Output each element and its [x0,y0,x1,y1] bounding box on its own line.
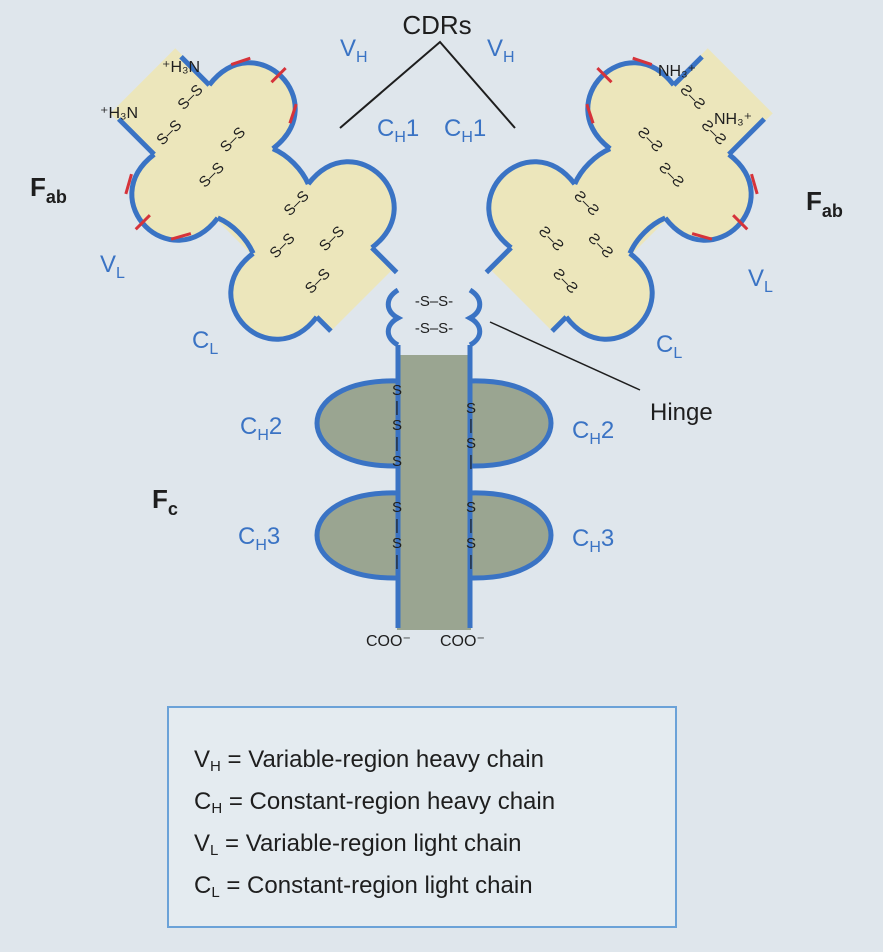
legend-subscript: H [211,800,223,817]
svg-text:|: | [469,553,473,570]
hinge-left-wiggle [385,287,404,348]
h3n-outer-label: ⁺H₃N [162,59,200,76]
fab-right-light-line [484,54,704,275]
fc-ch2-right-domain [467,378,554,469]
fc-stem-cover [400,357,468,630]
fc-ch2-left-domain [314,378,401,469]
legend-symbol: V [194,830,211,857]
svg-text:|: | [395,399,399,416]
antibody-diagram: S | S | S S | S | S | S | S | S | -S–S- … [30,10,843,650]
fab-left-vl-domain [207,60,298,151]
svg-text:S: S [392,417,402,434]
fab-right-heavy-line [550,117,767,333]
legend-subscript: L [211,884,220,901]
svg-text:S: S [392,535,402,552]
legend-text: = Constant-region light chain [226,872,533,899]
fab-right-ch1-domain [564,251,655,342]
svg-text:S: S [392,382,402,399]
svg-text:S: S [466,535,476,552]
ch2-right-label: CH2 [572,417,614,448]
hinge-disulfide-1: -S–S- [415,293,453,310]
ch1-left-label: CH1 [377,115,419,146]
coo-right-label: COO⁻ [440,633,485,650]
fc-ch3-left-domain [314,490,401,581]
ch3-right-label: CH3 [572,525,614,556]
fab-left-label: Fab [30,172,67,207]
ch1-right-label: CH1 [444,115,486,146]
legend-row-cl: CL = Constant-region light chain [194,872,533,901]
hinge-label: Hinge [650,399,713,426]
nh3-inner-label: NH₃⁺ [714,111,752,128]
fab-right-vl-domain [585,60,676,151]
legend-box: VH = Variable-region heavy chain CH = Co… [167,706,677,928]
cl-right-label: CL [656,331,682,362]
svg-text:|: | [469,453,473,470]
fc-disulfide-left: S | S | S S | S | [392,382,402,570]
cdr-pointer-lines [339,40,516,129]
fc-label: Fc [152,484,178,519]
svg-text:S: S [466,400,476,417]
vh-right-label: VH [487,35,515,66]
cdrs-label: CDRs [402,10,471,40]
svg-text:|: | [395,435,399,452]
hinge-pointer-line [489,321,641,391]
svg-text:|: | [395,553,399,570]
legend-row-ch: CH = Constant-region heavy chain [194,788,555,817]
hinge-disulfide-2: -S–S- [415,320,453,337]
legend-symbol: C [194,788,212,815]
fab-left-cdr-marks [124,56,298,241]
fab-left-vh-domain [129,152,220,243]
fab-left-heavy-line [116,117,333,333]
legend-symbol: C [194,872,212,899]
coo-left-label: COO⁻ [366,633,411,650]
fab-right-label: Fab [806,186,843,221]
legend-row-vl: VL = Variable-region light chain [194,830,521,859]
nh3-outer-label: NH₃⁺ [658,63,696,80]
fab-left-ch1-domain [228,251,319,342]
cl-left-label: CL [192,327,218,358]
vh-left-label: VH [340,35,368,66]
legend-row-vh: VH = Variable-region heavy chain [194,746,544,775]
legend-text: = Variable-region heavy chain [227,746,544,773]
svg-text:S: S [392,499,402,516]
h3n-inner-label: ⁺H₃N [100,105,138,122]
fab-left-cl-domain [306,159,397,250]
svg-text:|: | [469,417,473,434]
svg-text:S: S [392,453,402,470]
svg-text:|: | [395,517,399,534]
svg-text:S: S [466,435,476,452]
fab-right-fill [488,48,773,333]
vl-left-label: VL [100,251,125,282]
svg-text:S: S [466,499,476,516]
fab-right-cdr-marks [585,56,759,241]
fab-left-arm: S–S S–S S–S S–S S–S S–S S–S S–S [110,48,399,342]
legend-text: = Constant-region heavy chain [228,788,556,815]
fab-right-vh-domain [663,152,754,243]
fab-right-cl-domain [486,159,577,250]
legend-text: = Variable-region light chain [225,830,522,857]
ch2-left-label: CH2 [240,413,282,444]
legend-subscript: H [210,758,221,775]
fc-ch3-right-domain [467,490,554,581]
fab-left-fill [110,48,395,333]
legend-subscript: L [210,842,219,859]
ch3-left-label: CH3 [238,523,280,554]
fab-right-arm: S–S S–S S–S S–S S–S S–S S–S S–S [484,48,773,342]
vl-right-label: VL [748,265,773,296]
legend-symbol: V [194,746,211,773]
svg-text:|: | [469,517,473,534]
fab-left-light-line [179,54,399,275]
fc-disulfide-right: S | S | S | S | [466,400,476,570]
hinge-right-wiggle [464,287,483,348]
